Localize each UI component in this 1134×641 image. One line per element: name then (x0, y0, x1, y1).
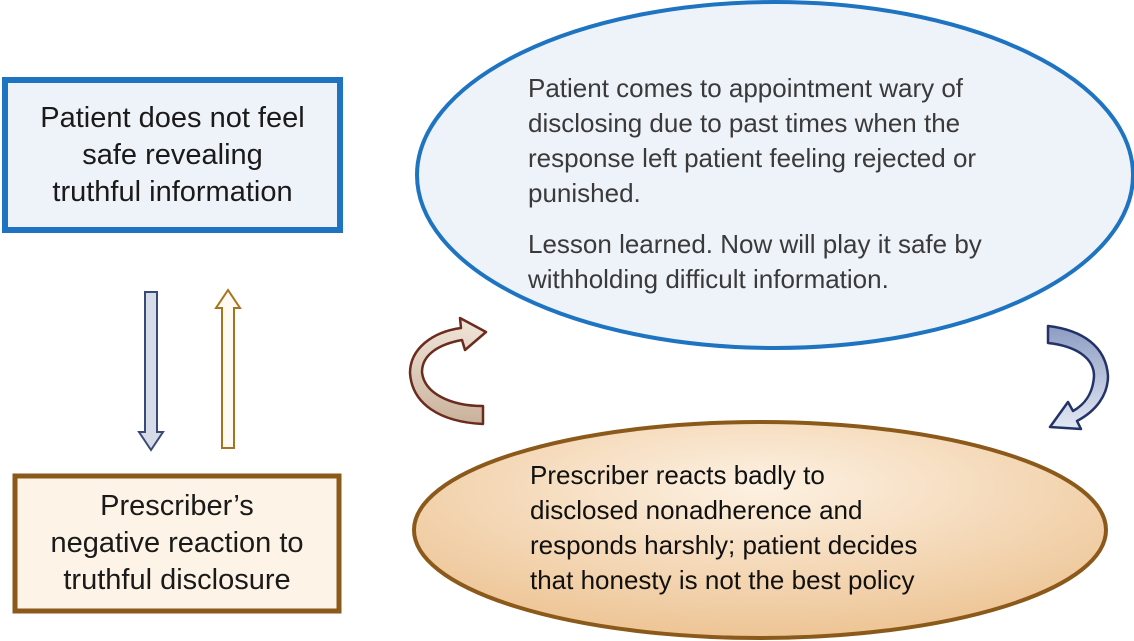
left-top-line-2: safe revealing (82, 138, 263, 171)
left-top-line-3: truthful information (52, 175, 293, 208)
top-oval-p1-line-4: punished. (528, 178, 641, 208)
bottom-oval-line-3: responds harshly; patient decides (530, 530, 918, 560)
curved-arrow-right-icon (1046, 324, 1110, 431)
left-top-box-text: Patient does not feel safe revealing tru… (5, 83, 340, 227)
left-bottom-box-text: Prescriber’s negative reaction to truthf… (15, 478, 339, 609)
left-bottom-line-3: truthful disclosure (63, 564, 291, 596)
top-oval-p1-line-1: Patient comes to appointment wary of (528, 73, 964, 103)
top-oval-paragraph-1: Patient comes to appointment wary of dis… (528, 71, 982, 211)
up-arrow-icon (214, 288, 242, 449)
bottom-oval-text: Prescriber reacts badly to disclosed non… (530, 458, 917, 598)
left-top-line-1: Patient does not feel (40, 101, 305, 134)
top-oval-p1-line-3: response left patient feeling rejected o… (528, 143, 977, 173)
top-oval-p1-line-2: disclosing due to past times when the (528, 108, 961, 138)
top-oval-paragraph-2: Lesson learned. Now will play it safe by… (528, 227, 982, 297)
bottom-oval (412, 420, 1108, 640)
bottom-oval-line-2: disclosed nonadherence and (530, 495, 863, 525)
top-oval-text: Patient comes to appointment wary of dis… (528, 71, 982, 297)
bottom-oval-line-4: that honesty is not the best policy (530, 565, 915, 595)
top-oval-p2-line-2: withholding difficult information. (528, 264, 889, 294)
left-top-box (2, 77, 343, 233)
left-bottom-box (12, 473, 342, 614)
left-bottom-line-1: Prescriber’s (100, 490, 254, 522)
left-bottom-line-2: negative reaction to (50, 527, 304, 559)
bottom-oval-line-1: Prescriber reacts badly to (530, 460, 825, 490)
curved-arrow-left-icon (408, 316, 488, 426)
down-arrow-icon (137, 291, 165, 452)
top-oval (415, 0, 1134, 350)
top-oval-p2-line-1: Lesson learned. Now will play it safe by (528, 229, 982, 259)
